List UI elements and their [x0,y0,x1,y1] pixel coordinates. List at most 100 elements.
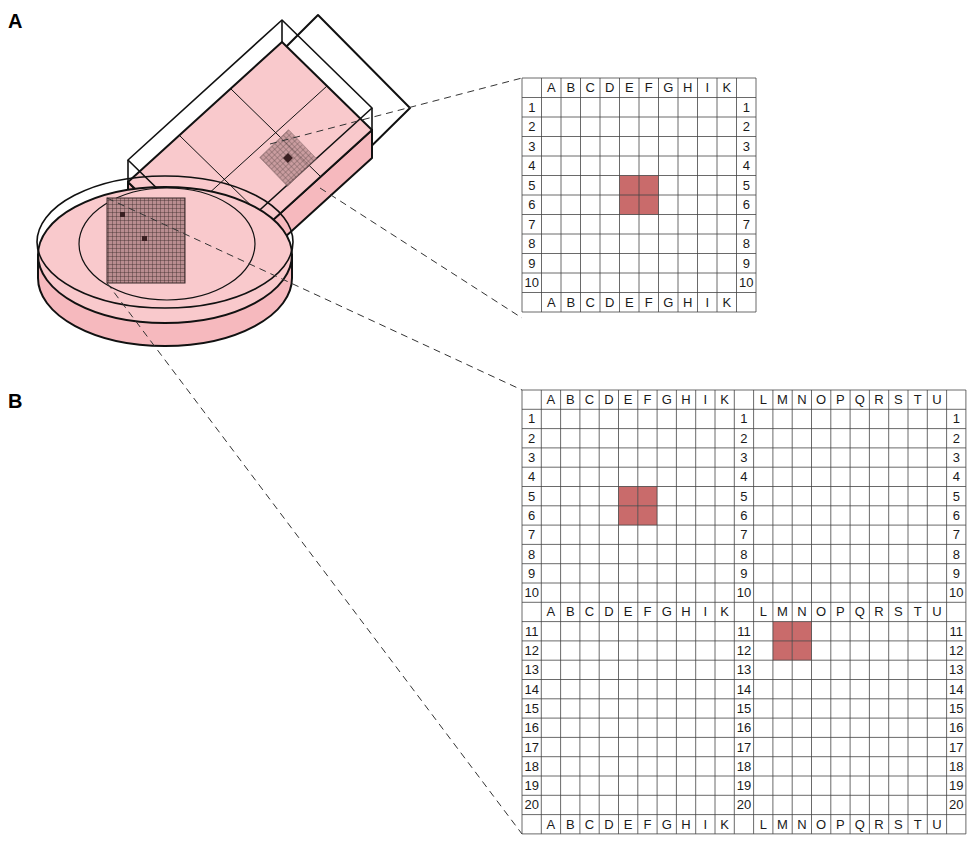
column-label: O [812,390,831,409]
column-label: C [580,602,599,621]
column-label: K [717,78,737,98]
column-label: E [619,815,638,834]
grid-line [522,390,966,391]
grid-line [522,447,966,448]
row-label: 5 [522,176,542,196]
grid-line [522,467,966,468]
column-label: M [773,390,792,409]
grid-line [753,390,754,834]
grid-table [522,390,966,834]
column-label: T [908,815,927,834]
column-label: G [659,293,679,313]
column-label: K [715,390,734,409]
row-label: 5 [734,487,753,506]
grid-line [888,390,889,834]
column-label: I [698,78,718,98]
column-label: O [812,815,831,834]
highlight-cell [773,622,792,641]
panel-letter: B [8,388,38,414]
culture-dish [37,176,293,346]
column-label: R [869,390,888,409]
column-label: B [561,602,580,621]
row-label: 4 [737,156,757,176]
column-label: H [678,78,698,98]
row-label: 8 [522,234,542,254]
grid-line [522,175,756,176]
row-label: 15 [947,699,966,718]
column-label: E [620,78,640,98]
row-label: 10 [522,583,541,602]
column-label: K [715,815,734,834]
grid-line [522,660,966,661]
grid-line [522,583,966,584]
column-label: B [561,293,581,313]
highlight-cell [792,641,811,660]
grid-line [695,390,696,834]
column-label: U [927,602,946,621]
column-label: H [676,815,695,834]
column-label: D [599,602,618,621]
column-label: T [908,602,927,621]
grid-line [792,390,793,834]
row-label: 7 [734,525,753,544]
row-label: 19 [522,776,541,795]
panel-letter: A [8,8,38,34]
grid-line [637,390,638,834]
column-label: I [696,815,715,834]
column-label: O [812,602,831,621]
column-label: K [715,602,734,621]
column-label: P [831,815,850,834]
grid-line [522,97,756,98]
grid-line [657,390,658,834]
zoom-lines [107,198,522,834]
grid-line [522,795,966,796]
column-label: I [696,390,715,409]
row-label: 14 [734,680,753,699]
column-label: A [541,602,560,621]
row-label: 1 [734,409,753,428]
row-label: 3 [522,448,541,467]
counting-grid [260,130,317,187]
row-label: 9 [947,564,966,583]
column-label: F [638,815,657,834]
row-label: 2 [947,429,966,448]
row-label: 1 [737,98,757,118]
column-label: C [580,390,599,409]
grid-line [522,156,756,157]
row-label: 11 [734,622,753,641]
row-label: 6 [737,195,757,215]
column-label: U [927,815,946,834]
column-label: G [657,390,676,409]
grid-line [522,273,756,274]
row-label: 4 [734,467,753,486]
row-label: 12 [734,641,753,660]
zoom-lines [270,78,522,318]
grid-line [522,195,756,196]
grid-line [522,737,966,738]
column-label: B [561,78,581,98]
column-label: C [581,78,601,98]
row-label: 3 [737,137,757,157]
column-label: K [717,293,737,313]
grid-line [541,390,542,834]
column-label: C [580,815,599,834]
row-label: 12 [522,641,541,660]
column-label: E [619,390,638,409]
row-label: 9 [522,564,541,583]
row-label: 10 [947,583,966,602]
highlight-cell [639,195,659,215]
grid-line [522,525,966,526]
grid-line [734,390,735,834]
column-label: U [927,390,946,409]
grid-line [946,390,947,834]
column-label: D [600,293,620,313]
grid-line [522,78,756,79]
column-label: E [620,293,640,313]
row-label: 13 [947,660,966,679]
column-label: H [678,293,698,313]
column-label: B [561,390,580,409]
row-label: 1 [947,409,966,428]
row-label: 4 [522,156,542,176]
row-label: 14 [947,680,966,699]
